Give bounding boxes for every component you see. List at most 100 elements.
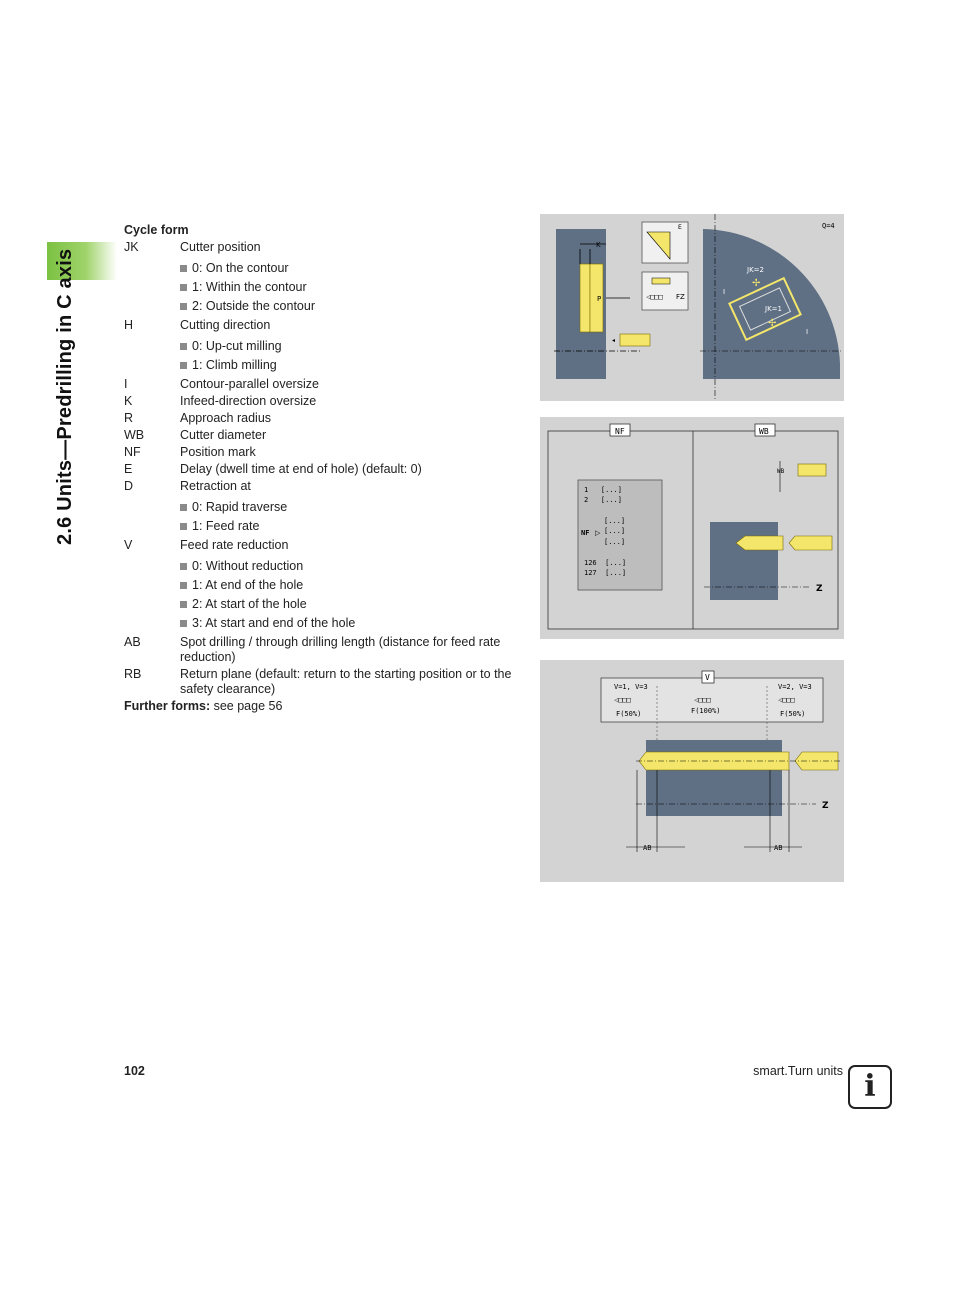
nf-list-panel [577, 479, 663, 591]
bullet-square-icon [180, 620, 187, 627]
label-ab-left: AB [643, 844, 651, 852]
option-label: 1: At end of the hole [192, 578, 304, 592]
param-code: AB [124, 635, 141, 649]
option-label: 1: Feed rate [192, 519, 260, 533]
option-item: 1: Climb milling [180, 358, 519, 373]
param-description: Cutter diameter [180, 428, 267, 442]
label-z: Z [822, 801, 829, 811]
param-description: Position mark [180, 445, 256, 459]
param-description: Approach radius [180, 411, 272, 425]
param-code: K [124, 394, 133, 408]
nf-list-entry: 127 [...] [584, 569, 626, 577]
nf-list-entry: [...] [604, 517, 625, 525]
param-code: E [124, 462, 133, 476]
svg-text:◁□□□: ◁□□□ [613, 696, 631, 704]
side-chapter-title: 2.6 Units—Predrilling in C axis [54, 248, 76, 545]
option-label: 3: At start and end of the hole [192, 616, 356, 630]
param-row: K Infeed-direction oversize [124, 394, 519, 409]
option-item: 0: Up-cut milling [180, 339, 519, 354]
bullet-square-icon [180, 504, 187, 511]
svg-text:◁□□□: ◁□□□ [645, 293, 663, 301]
option-item: 2: At start of the hole [180, 597, 519, 612]
param-code: JK [124, 240, 139, 254]
option-item: 1: Feed rate [180, 519, 519, 534]
figure-feed-reduction: V V=1, V=3 V=2, V=3 ◁□□□ ◁□□□ ◁□□□ F(50%… [540, 660, 844, 882]
param-code: V [124, 538, 133, 552]
svg-text:✢: ✢ [752, 278, 760, 289]
bullet-square-icon [180, 601, 187, 608]
label-fz: FZ [676, 293, 685, 301]
param-code: RB [124, 667, 142, 681]
label-z: Z [816, 584, 823, 594]
footer-title: smart.Turn units [753, 1064, 843, 1078]
option-list: 0: Without reduction 1: At end of the hol… [180, 559, 519, 631]
option-label: 1: Within the contour [192, 280, 307, 294]
param-row: R Approach radius [124, 411, 519, 426]
param-row: V Feed rate reduction [124, 538, 519, 553]
figure-position-mark: NF WB 1 [...]2 [...][...][...][...]126 [… [540, 417, 844, 639]
nf-list-entry: 126 [...] [584, 559, 626, 567]
option-item: 0: On the contour [180, 261, 519, 276]
param-description: Cutter position [180, 240, 261, 254]
label-v: V [705, 673, 710, 682]
label-k: K [596, 241, 601, 249]
nf-list-entry: 2 [...] [584, 496, 622, 504]
label-wb-small: WB [777, 468, 785, 475]
param-description: Contour-parallel oversize [180, 377, 319, 391]
workpiece [646, 740, 782, 816]
option-label: 1: Climb milling [192, 358, 277, 372]
svg-text:✢: ✢ [768, 318, 776, 329]
param-code: R [124, 411, 134, 425]
label-f-right: F(50%) [780, 710, 805, 718]
bullet-square-icon [180, 303, 187, 310]
param-code: I [124, 377, 128, 391]
label-ab-right: AB [774, 844, 782, 852]
param-row: WB Cutter diameter [124, 428, 519, 443]
figure-cutter-position: K P ◂ E ◁□□□ FZ Q=4 JK=2 JK=1 I I ✢ ✢ [540, 214, 844, 401]
option-label: 0: Without reduction [192, 559, 304, 573]
param-description: Delay (dwell time at end of hole) (defau… [180, 462, 422, 476]
bullet-square-icon [180, 362, 187, 369]
section-heading: Cycle form [124, 223, 189, 237]
option-item: 0: Rapid traverse [180, 500, 519, 515]
bullet-square-icon [180, 284, 187, 291]
bullet-square-icon [180, 265, 187, 272]
parameter-list: Cycle form JK Cutter position 0: On the co… [124, 223, 519, 714]
param-row: JK Cutter position [124, 240, 519, 255]
label-jk2: JK=2 [746, 266, 764, 274]
param-code: D [124, 479, 134, 493]
page-number: 102 [124, 1064, 145, 1078]
param-description: Infeed-direction oversize [180, 394, 317, 408]
param-code: WB [124, 428, 145, 442]
option-label: 0: Up-cut milling [192, 339, 282, 353]
contour [728, 276, 802, 342]
param-row: I Contour-parallel oversize [124, 377, 519, 392]
option-item: 1: Within the contour [180, 280, 519, 295]
tool-section [579, 263, 591, 333]
nf-list-entry: [...] [604, 527, 625, 535]
param-description: Spot drilling / through drilling length … [180, 635, 501, 664]
option-label: 2: Outside the contour [192, 299, 315, 313]
drill-bit [735, 535, 784, 551]
chapter-tab [47, 242, 117, 280]
option-item: 2: Outside the contour [180, 299, 519, 314]
label-nf: NF [615, 427, 625, 436]
svg-text:◂: ◂ [612, 337, 615, 344]
bullet-square-icon [180, 343, 187, 350]
option-list: 0: Rapid traverse 1: Feed rate [180, 500, 519, 534]
param-description: Feed rate reduction [180, 538, 289, 552]
param-row: E Delay (dwell time at end of hole) (defa… [124, 462, 519, 477]
nf-list-entry: [...] [604, 538, 625, 546]
label-e: E [678, 224, 682, 231]
option-label: 0: Rapid traverse [192, 500, 288, 514]
bullet-square-icon [180, 523, 187, 530]
bullet-square-icon [180, 563, 187, 570]
param-code: H [124, 318, 134, 332]
tool-section-2 [589, 263, 604, 333]
label-wb: WB [759, 427, 769, 436]
label-i-right: I [806, 328, 808, 336]
label-p: P [597, 295, 601, 303]
